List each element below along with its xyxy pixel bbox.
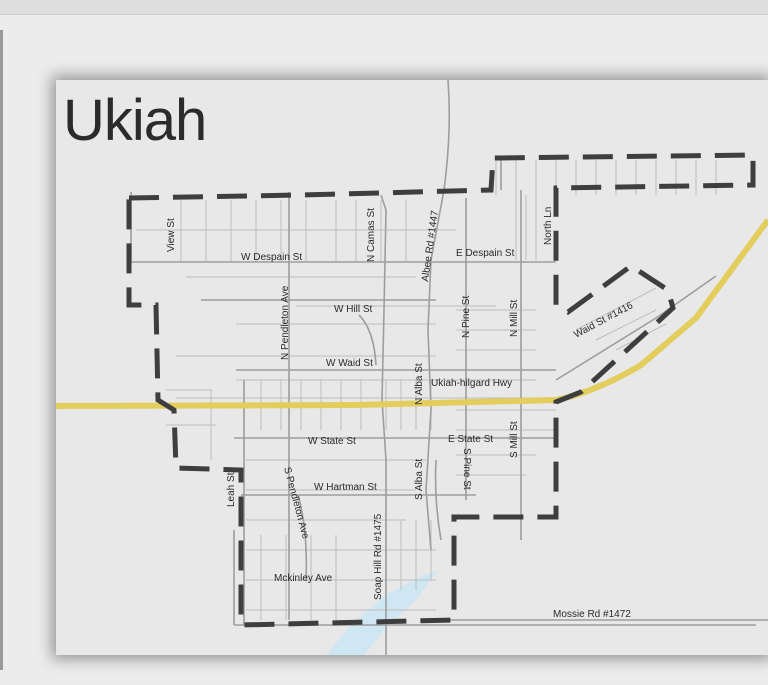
label-soap-hill: Soap Hill Rd #1475 <box>373 513 384 600</box>
label-n-pine: N Pine St <box>461 296 472 338</box>
label-e-state: E State St <box>448 434 493 445</box>
label-n-pendleton: N Pendleton Ave <box>280 285 291 360</box>
label-w-waid: W Waid St <box>326 358 373 369</box>
label-w-state: W State St <box>308 436 356 447</box>
label-leah-st: Leah St <box>226 472 237 507</box>
top-strip <box>0 0 768 15</box>
label-s-pine: S Pine St <box>461 448 472 490</box>
label-mossie-rd: Mossie Rd #1472 <box>553 609 631 620</box>
city-boundary <box>126 152 756 628</box>
label-ukiah-hilgard: Ukiah-hilgard Hwy <box>431 378 512 389</box>
label-w-hartman: W Hartman St <box>314 482 377 493</box>
label-n-alba: N Alba St <box>414 363 425 405</box>
label-view-st: View St <box>166 218 177 252</box>
label-north-ln: North Ln <box>543 207 554 245</box>
label-albee-rd: Albee Rd #1447 <box>420 209 441 282</box>
label-mckinley: Mckinley Ave <box>274 573 333 584</box>
river <box>326 570 438 655</box>
map-card[interactable]: View St W Despain St N Camas St Albee Rd… <box>56 80 768 655</box>
parcels <box>136 160 717 620</box>
label-e-despain: E Despain St <box>456 248 515 259</box>
label-s-alba: S Alba St <box>414 459 425 500</box>
highway <box>56 218 768 409</box>
label-s-mill: S Mill St <box>509 421 520 458</box>
left-edge <box>0 30 3 670</box>
label-w-despain: W Despain St <box>241 252 302 263</box>
label-n-camas: N Camas St <box>366 208 377 262</box>
map-canvas[interactable]: View St W Despain St N Camas St Albee Rd… <box>56 80 768 655</box>
label-waid-st: Waid St #1416 <box>572 300 635 341</box>
map-title: Ukiah <box>63 88 207 153</box>
label-n-mill: N Mill St <box>509 300 520 337</box>
label-s-pendleton: S Pendleton Ave <box>281 466 311 541</box>
streets <box>130 80 768 655</box>
label-w-hill: W Hill St <box>334 304 373 315</box>
